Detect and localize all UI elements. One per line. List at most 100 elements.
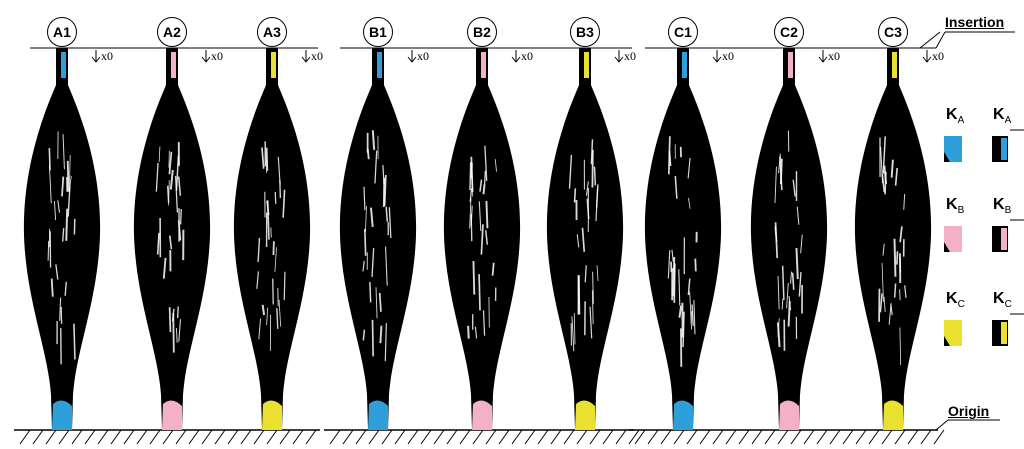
insertion-label: Insertion [945,14,1004,30]
hatch-mark [382,430,392,444]
insertion-tendon [584,52,589,78]
legend-label-B-right: KB [993,196,1011,216]
fiber-streak [895,283,896,297]
fiber-streak [483,184,484,194]
hatch-mark [804,430,814,444]
hatch-mark [778,430,788,444]
hatch-mark [150,430,160,444]
fiber-streak [900,289,901,300]
x0-label: x0 [932,49,944,64]
hatch-mark [46,430,56,444]
legend-swatch-stripe [1001,138,1007,160]
hatch-mark [629,430,639,444]
hatch-mark [473,430,483,444]
hatch-mark [934,430,944,444]
hatch-mark [421,430,431,444]
fiber-streak [263,305,264,315]
hatch-mark [590,430,600,444]
fiber-streak [897,251,898,264]
hatch-mark [648,430,658,444]
origin-label: Origin [948,403,989,419]
fiber-streak [894,239,895,277]
muscle-B1 [340,48,416,430]
hatch-mark [564,430,574,444]
hatch-mark [408,430,418,444]
hatch-mark [752,430,762,444]
hatch-mark [189,430,199,444]
hatch-mark [700,430,710,444]
hatch-mark [202,430,212,444]
legend-swatches [944,130,1024,346]
x0-label: x0 [417,49,429,64]
origin-tendon [262,400,282,430]
insertion-tendon [171,52,176,78]
fiber-streak [796,248,797,279]
fiber-streak [66,209,67,241]
fiber-streak [49,148,50,170]
hatch-mark [85,430,95,444]
muscle-body [340,48,416,430]
hatch-mark [616,430,626,444]
hatch-mark [713,430,723,444]
hatch-mark [293,430,303,444]
hatch-mark [499,430,509,444]
fiber-streak [470,162,471,190]
hatch-mark [343,430,353,444]
muscle-C3 [855,48,931,430]
hatch-mark [98,430,108,444]
hatch-mark [895,430,905,444]
hatch-mark [330,430,340,444]
fiber-streak [782,299,783,310]
hatch-mark [856,430,866,444]
insertion-tendon [788,52,793,78]
muscle-group [24,48,931,430]
hatch-mark [577,430,587,444]
muscle-label-C2: C2 [774,17,804,47]
hatch-mark [817,430,827,444]
hatch-mark [228,430,238,444]
muscle-body [645,48,721,430]
fiber-streak [181,209,182,224]
legend-label-A-left: KA [946,106,964,126]
hatch-mark [551,430,561,444]
fiber-streak [595,167,596,186]
hatch-mark [525,430,535,444]
fiber-streak [68,161,69,192]
fiber-streak [473,261,474,295]
fiber-streak [485,171,486,185]
origin-tendon [472,400,492,430]
fiber-streak [789,301,790,326]
hatch-mark [356,430,366,444]
muscle-label-A2: A2 [157,17,187,47]
hatch-mark [434,430,444,444]
insertion-tendon [377,52,382,78]
fiber-streak [277,308,278,329]
origin-tendon [673,400,693,430]
fiber-streak [695,259,696,272]
hatch-mark [486,430,496,444]
muscle-label-B2: B2 [467,17,497,47]
fiber-streak [493,263,494,276]
hatch-mark [137,430,147,444]
fiber-streak [48,241,49,261]
fiber-streak [365,229,366,256]
fiber-streak [575,188,576,202]
hatch-mark [765,430,775,444]
muscle-label-C3: C3 [878,17,908,47]
legend-swatch-stripe [1001,322,1007,344]
legend-swatch-stripe [1001,228,1007,250]
fiber-streak [178,306,179,318]
muscle-A1 [24,48,100,430]
hatch-mark [460,430,470,444]
hatch-mark [163,430,173,444]
muscle-label-A1: A1 [47,17,77,47]
insertion-tendon [271,52,276,78]
muscle-body [547,48,623,430]
fiber-streak [373,130,374,149]
hatch-mark [33,430,43,444]
legend-label-C-right: KC [993,290,1012,310]
ground-hatching [20,430,944,444]
legend-label-A-right: KA [993,106,1011,126]
hatch-mark [843,430,853,444]
